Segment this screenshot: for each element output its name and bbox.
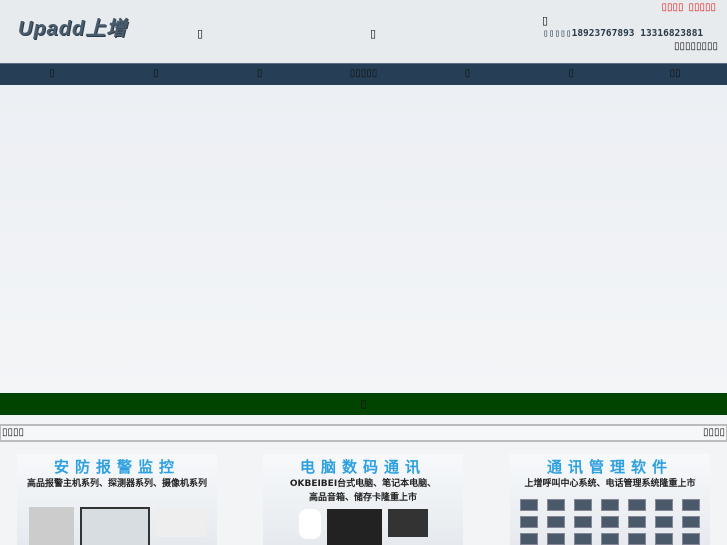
section-bar-right[interactable]: ▯▯▯▯	[702, 427, 725, 438]
app-icon	[520, 533, 538, 545]
app-icon	[520, 499, 538, 511]
app-icon	[628, 499, 646, 511]
header: Upadd上增 ▯ ▯ ▯ ▯▯▯▯▯▯▯▯▯ ▯▯▯▯▯18923767893…	[0, 0, 727, 63]
green-banner: ▯	[0, 393, 727, 415]
section-bar: ▯▯▯▯ ▯▯▯▯	[0, 424, 727, 442]
app-icon	[628, 516, 646, 528]
card-title: 通讯管理软件	[546, 458, 673, 476]
logo[interactable]: Upadd上增	[18, 18, 128, 40]
header-subtitle: ▯▯▯▯▯▯▯▯	[673, 41, 718, 52]
app-icon	[547, 516, 565, 528]
app-icon	[655, 516, 673, 528]
top-link[interactable]: ▯▯▯▯	[661, 2, 684, 13]
app-icon	[682, 533, 700, 545]
control-unit-image	[79, 507, 150, 545]
nav-item[interactable]: ▯▯	[669, 68, 681, 79]
laptop-image	[387, 509, 428, 537]
product-card-security[interactable]: 安防报警监控 高品报警主机系列、探测器系列、摄像机系列	[17, 454, 217, 545]
header-glyph: ▯	[542, 14, 549, 27]
card-line: OKBEIBEI台式电脑、笔记本电脑、	[289, 479, 437, 489]
app-icon	[574, 516, 592, 528]
app-icon	[547, 533, 565, 545]
nav-item[interactable]: ▯	[256, 68, 263, 79]
app-icon	[655, 533, 673, 545]
phone-numbers: ▯▯▯▯▯18923767893 13316823881	[543, 28, 704, 39]
app-icon	[601, 516, 619, 528]
panda-speaker-image	[298, 509, 321, 539]
software-icon-grid	[510, 499, 710, 545]
app-icon	[682, 499, 700, 511]
alarm-panel-image	[28, 507, 74, 545]
app-icon	[520, 516, 538, 528]
section-bar-left[interactable]: ▯▯▯▯	[2, 427, 25, 438]
top-link[interactable]: ▯▯▯▯▯	[688, 2, 716, 13]
app-icon	[628, 533, 646, 545]
app-icon	[601, 499, 619, 511]
camera-image	[155, 507, 206, 537]
nav-item[interactable]: ▯	[568, 68, 574, 79]
app-icon	[574, 533, 592, 545]
card-line: 高品报警主机系列、探测器系列、摄像机系列	[26, 479, 207, 489]
product-card-software[interactable]: 通讯管理软件 上增呼叫中心系统、电话管理系统隆重上市	[510, 454, 710, 545]
header-glyph: ▯	[197, 27, 204, 40]
nav-item[interactable]: ▯▯▯▯▯	[349, 68, 378, 79]
app-icon	[547, 499, 565, 511]
banner-glyph: ▯	[360, 397, 367, 410]
card-title: 安防报警监控	[53, 458, 180, 476]
product-card-computer[interactable]: 电脑数码通讯 OKBEIBEI台式电脑、笔记本电脑、 高品音箱、储存卡隆重上市	[263, 454, 463, 545]
top-links: ▯▯▯▯▯▯▯▯▯	[656, 2, 716, 13]
nav-item[interactable]: ▯	[153, 68, 159, 79]
app-icon	[574, 499, 592, 511]
app-icon	[655, 499, 673, 511]
nav-item[interactable]: ▯	[49, 68, 55, 79]
main-nav: ▯ ▯ ▯ ▯▯▯▯▯ ▯ ▯ ▯▯	[0, 63, 727, 85]
card-line: 上增呼叫中心系统、电话管理系统隆重上市	[524, 479, 696, 489]
desktop-pc-image	[326, 509, 382, 545]
app-icon	[682, 516, 700, 528]
hero-banner	[0, 85, 727, 393]
card-line: 高品音箱、储存卡隆重上市	[308, 493, 417, 503]
nav-item[interactable]: ▯	[464, 68, 471, 79]
header-glyph: ▯	[370, 27, 377, 40]
app-icon	[601, 533, 619, 545]
card-title: 电脑数码通讯	[299, 458, 426, 476]
